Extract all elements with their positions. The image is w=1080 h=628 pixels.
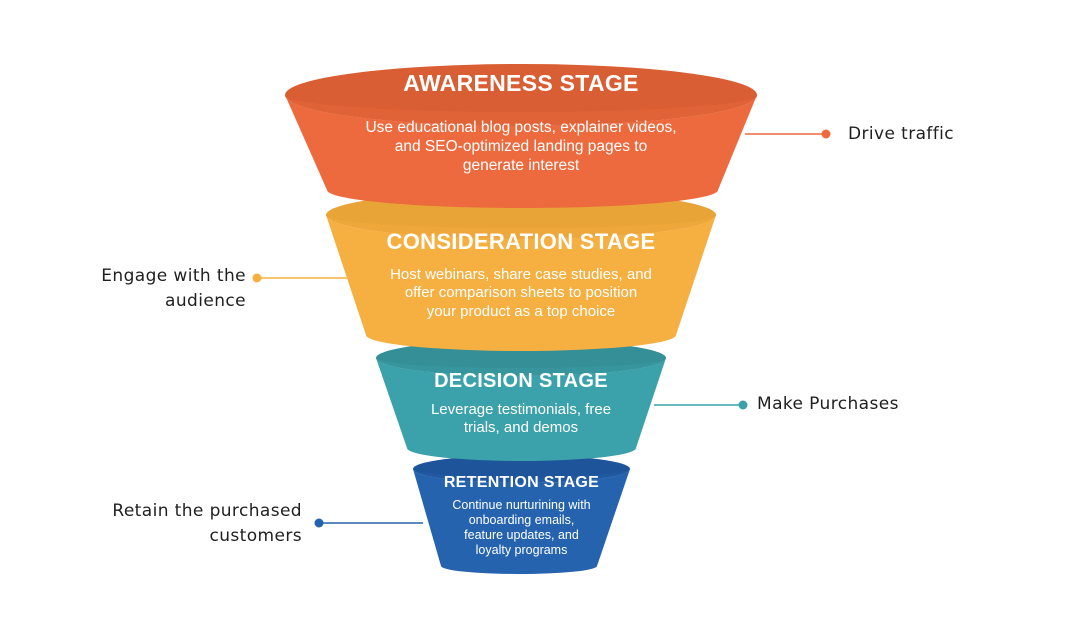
stage-description-line: loyalty programs: [475, 543, 568, 558]
funnel-stage-retention: [413, 455, 630, 574]
stage-title-consideration: CONSIDERATION STAGE: [386, 228, 656, 254]
callout-label-awareness: Drive traffic: [848, 122, 954, 147]
funnel-stage-rim-shade: [285, 95, 757, 126]
callout-label-consideration: Engage with the audience: [101, 264, 246, 314]
stage-description-line: Leverage testimonials, free: [430, 401, 612, 418]
funnel-stage-rim-shade: [413, 469, 630, 483]
callout-dot-consideration: [252, 273, 262, 283]
funnel-stage-awareness: [285, 64, 757, 208]
callout-dot-awareness: [821, 129, 831, 139]
callout-dot-retention: [314, 518, 324, 528]
stage-description-line: Use educational blog posts, explainer vi…: [365, 118, 677, 136]
stage-description-line: Host webinars, share case studies, and: [390, 266, 652, 283]
stage-description-line: feature updates, and: [464, 528, 579, 542]
stage-description-line: trials, and demos: [463, 419, 579, 437]
funnel-stage-body: [285, 95, 757, 208]
funnel-stage-rim: [413, 455, 630, 483]
callout-dot-decision: [738, 400, 748, 410]
funnel-stage-rim: [285, 64, 757, 126]
callout-label-line: audience: [165, 291, 246, 311]
callout-label-line: Make Purchases: [757, 394, 899, 414]
stage-title-awareness: AWARENESS STAGE: [403, 70, 639, 97]
funnel-stage-body: [413, 469, 630, 574]
funnel-stage-rim-shade: [376, 358, 666, 376]
stage-description-line: Continue nurturining with: [452, 497, 591, 512]
callout-label-line: Retain the purchased: [112, 501, 302, 521]
callout-label-retention: Retain the purchased customers: [112, 499, 302, 549]
stage-title-decision: DECISION STAGE: [434, 370, 608, 392]
stage-title-retention: RETENTION STAGE: [443, 474, 600, 492]
funnel-stage-body: [326, 215, 716, 351]
stage-description-line: and SEO-optimized landing pages to: [394, 137, 648, 155]
callout-label-decision: Make Purchases: [757, 392, 899, 417]
funnel-stage-body: [376, 358, 666, 462]
stage-description-line: onboarding emails,: [468, 512, 575, 527]
callout-label-line: customers: [209, 526, 302, 546]
funnel-stage-rim-shade: [326, 215, 716, 239]
stage-description-line: generate interest: [462, 156, 580, 174]
stage-description-line: offer comparison sheets to position: [404, 284, 638, 302]
callout-label-line: Drive traffic: [848, 124, 955, 144]
callout-label-line: Engage with the: [101, 266, 246, 286]
stage-description-line: your product as a top choice: [426, 302, 616, 320]
stage-description-awareness: Use educational blog posts, explainer vi…: [311, 119, 731, 176]
